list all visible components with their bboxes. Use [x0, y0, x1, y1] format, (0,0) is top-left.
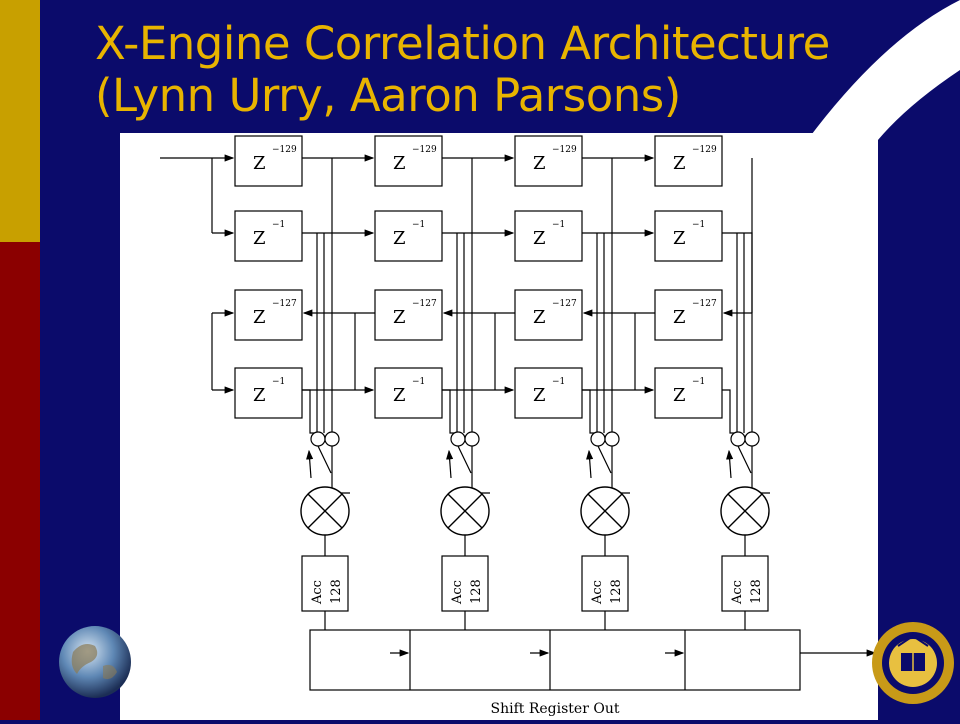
delay-exponent: −129 [272, 145, 297, 155]
shift-register: Shift Register Out [309, 629, 877, 717]
delay-block-c4-r2: Z −1 [654, 210, 723, 262]
delay-block-c3-r4: Z −1 [514, 367, 583, 419]
acc-label: Acc [310, 580, 325, 605]
delay-label: Z [253, 228, 266, 249]
delay-exponent: −1 [552, 220, 565, 230]
shift-register-box [309, 629, 801, 691]
delay-exponent: −1 [692, 377, 705, 387]
delay-label: Z [673, 307, 686, 328]
multiplier-c4 [720, 486, 770, 536]
delay-block-c1-r4: Z −1 [234, 367, 303, 419]
delay-label: Z [253, 385, 266, 406]
delay-label: Z [673, 385, 686, 406]
delay-exponent: −129 [412, 145, 437, 155]
delay-exponent: −127 [552, 299, 577, 309]
delay-block-c4-r4: Z −1 [654, 367, 723, 419]
shift-register-label: Shift Register Out [491, 701, 620, 717]
delay-label: Z [533, 228, 546, 249]
delay-block-c2-r1: Z −129 [374, 135, 443, 187]
delay-block-c3-r2: Z −1 [514, 210, 583, 262]
delay-label: Z [253, 153, 266, 174]
delay-label: Z [533, 385, 546, 406]
delay-label: Z [533, 153, 546, 174]
accumulator-c1: Acc 128 [301, 555, 349, 612]
delay-exponent: −1 [272, 220, 285, 230]
red-stripe [0, 242, 40, 720]
delay-block-c4-r3: Z −127 [654, 289, 723, 341]
acc-size: 128 [609, 579, 624, 604]
delay-label: Z [673, 228, 686, 249]
delay-exponent: −1 [552, 377, 565, 387]
multiplier-c2 [440, 486, 490, 536]
delay-label: Z [393, 228, 406, 249]
conjugate-nodes-c2 [450, 431, 480, 447]
acc-size: 128 [329, 579, 344, 604]
gold-stripe [0, 0, 40, 242]
conjugate-nodes-c3 [590, 431, 620, 447]
delay-block-c3-r3: Z −127 [514, 289, 583, 341]
uc-seal-logo [872, 622, 954, 704]
delay-block-c1-r2: Z −1 [234, 210, 303, 262]
delay-block-c3-r1: Z −129 [514, 135, 583, 187]
delay-exponent: −1 [412, 220, 425, 230]
slide-title: X-Engine Correlation Architecture (Lynn … [95, 18, 935, 122]
delay-label: Z [393, 153, 406, 174]
accumulator-c3: Acc 128 [581, 555, 629, 612]
acc-size: 128 [749, 579, 764, 604]
delay-exponent: −1 [272, 377, 285, 387]
delay-label: Z [673, 153, 686, 174]
delay-label: Z [393, 385, 406, 406]
delay-block-c2-r2: Z −1 [374, 210, 443, 262]
acc-label: Acc [450, 580, 465, 605]
delay-exponent: −1 [412, 377, 425, 387]
delay-block-c1-r3: Z −127 [234, 289, 303, 341]
title-line-1: X-Engine Correlation Architecture [95, 17, 830, 70]
delay-block-c2-r4: Z −1 [374, 367, 443, 419]
delay-label: Z [533, 307, 546, 328]
acc-label: Acc [590, 580, 605, 605]
delay-label: Z [393, 307, 406, 328]
earth-logo [59, 626, 131, 698]
delay-exponent: −129 [552, 145, 577, 155]
delay-block-c4-r1: Z −129 [654, 135, 723, 187]
delay-label: Z [253, 307, 266, 328]
accumulator-c2: Acc 128 [441, 555, 489, 612]
conjugate-nodes-c4 [730, 431, 760, 447]
conjugate-nodes-c1 [310, 431, 340, 447]
acc-label: Acc [730, 580, 745, 605]
delay-exponent: −127 [412, 299, 437, 309]
acc-size: 128 [469, 579, 484, 604]
delay-block-c2-r3: Z −127 [374, 289, 443, 341]
title-line-2: (Lynn Urry, Aaron Parsons) [95, 69, 681, 122]
delay-exponent: −1 [692, 220, 705, 230]
delay-exponent: −127 [692, 299, 717, 309]
accumulator-c4: Acc 128 [721, 555, 769, 612]
multiplier-c3 [580, 486, 630, 536]
diagram-background [120, 133, 878, 720]
delay-block-c1-r1: Z −129 [234, 135, 303, 187]
delay-exponent: −127 [272, 299, 297, 309]
delay-exponent: −129 [692, 145, 717, 155]
multiplier-c1 [300, 486, 350, 536]
